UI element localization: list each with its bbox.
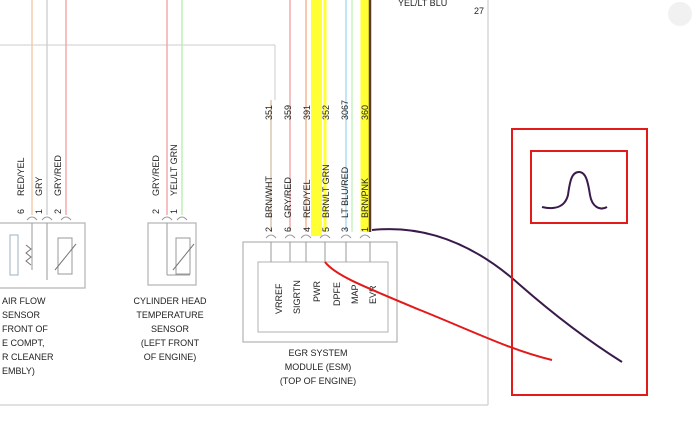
egr-circuit-3: 391 xyxy=(302,105,312,120)
egr-wire-label-6: BRN/PNK xyxy=(360,178,370,218)
egr-inner-3: PWR xyxy=(312,281,322,302)
top-number: 27 xyxy=(474,6,484,16)
af-pin-2: 1 xyxy=(34,209,44,214)
pulse-waveform-icon xyxy=(541,170,608,210)
egr-pin-6: 1 xyxy=(360,227,370,232)
ch-wire-label-2: YEL/LT GRN xyxy=(169,144,179,196)
af-resistor-arrow xyxy=(54,243,77,271)
cylinder-head-sensor: 2 GRY/RED 1 YEL/LT GRN CYLINDER HEAD TEM… xyxy=(133,0,207,362)
egr-inner-evr: EVR xyxy=(368,285,378,304)
ch-sensor-box xyxy=(147,222,197,286)
af-label-3: FRONT OF xyxy=(2,324,48,334)
egr-circuit-2: 359 xyxy=(283,105,293,120)
af-sensor-box xyxy=(0,222,86,289)
egr-circuit-5: 3067 xyxy=(340,100,350,120)
ch-label-2: TEMPERATURE xyxy=(136,310,203,320)
ch-wire-label-1: GRY/RED xyxy=(151,155,161,196)
af-label-1: AIR FLOW xyxy=(2,296,46,306)
egr-circuit-4: 352 xyxy=(321,105,331,120)
ch-label-3: SENSOR xyxy=(151,324,190,334)
egr-wire-label-1: BRN/WHT xyxy=(264,176,274,218)
egr-pin-5: 3 xyxy=(340,227,350,232)
egr-wire-label-4: BRN/LT GRN xyxy=(321,164,331,218)
egr-inner-5: DPFE xyxy=(332,282,342,306)
egr-pin-3: 4 xyxy=(302,227,312,232)
af-connector xyxy=(26,216,72,221)
egr-wire-label-3: RED/YEL xyxy=(302,179,312,218)
egr-label-1: EGR SYSTEM xyxy=(288,348,347,358)
egr-inner-6: MAP xyxy=(350,284,360,304)
ch-pin-2: 1 xyxy=(169,209,179,214)
ch-connector xyxy=(161,216,188,221)
top-wire-label: YEL/LT BLU xyxy=(398,0,447,8)
ch-label-4: (LEFT FRONT xyxy=(141,338,200,348)
ch-pin-1: 2 xyxy=(151,209,161,214)
ch-resistor-arrow xyxy=(172,243,195,271)
af-wire-label-1: RED/YEL xyxy=(16,157,26,196)
egr-pin-4: 5 xyxy=(321,227,331,232)
egr-pin-2: 6 xyxy=(283,227,293,232)
egr-pin-1: 2 xyxy=(264,227,274,232)
af-label-6: EMBLY) xyxy=(2,366,35,376)
af-label-4: E COMPT, xyxy=(2,338,45,348)
egr-module: 351 359 391 352 3067 360 2 BRN/WHT 6 GRY… xyxy=(242,0,398,386)
af-coil xyxy=(25,244,32,266)
egr-label-3: (TOP OF ENGINE) xyxy=(280,376,356,386)
egr-label-2: MODULE (ESM) xyxy=(285,362,352,372)
af-wire-label-2: GRY xyxy=(34,177,44,196)
ch-resistor xyxy=(175,237,191,275)
scope-outer-box xyxy=(511,128,648,396)
af-label-2: SENSOR xyxy=(2,310,41,320)
egr-inner-2: SIGRTN xyxy=(292,280,302,314)
egr-circuit-1: 351 xyxy=(264,105,274,120)
egr-circuit-6: 360 xyxy=(360,105,370,120)
egr-connector xyxy=(265,234,371,239)
egr-module-outer xyxy=(242,241,398,343)
af-element xyxy=(9,234,19,276)
af-pin-3: 2 xyxy=(53,209,63,214)
af-resistor xyxy=(57,237,73,275)
scope-inner-box xyxy=(530,150,628,224)
ch-label-1: CYLINDER HEAD xyxy=(133,296,207,306)
af-wire-label-3: GRY/RED xyxy=(53,155,63,196)
purple-trace-line xyxy=(371,228,623,363)
egr-inner-1: VRREF xyxy=(274,283,284,314)
edge-ui-circle xyxy=(668,2,692,26)
ch-label-5: OF ENGINE) xyxy=(144,352,197,362)
egr-wire-label-2: GRY/RED xyxy=(283,177,293,218)
af-label-5: R CLEANER xyxy=(2,352,54,362)
highlight-band xyxy=(311,0,322,236)
egr-wire-label-5: LT BLU/RED xyxy=(340,166,350,218)
air-flow-sensor: 6 RED/YEL 1 GRY 2 GRY/RED AIR FLOW SENSO… xyxy=(0,0,86,376)
red-trace-line xyxy=(324,261,553,361)
af-pin-1: 6 xyxy=(16,209,26,214)
